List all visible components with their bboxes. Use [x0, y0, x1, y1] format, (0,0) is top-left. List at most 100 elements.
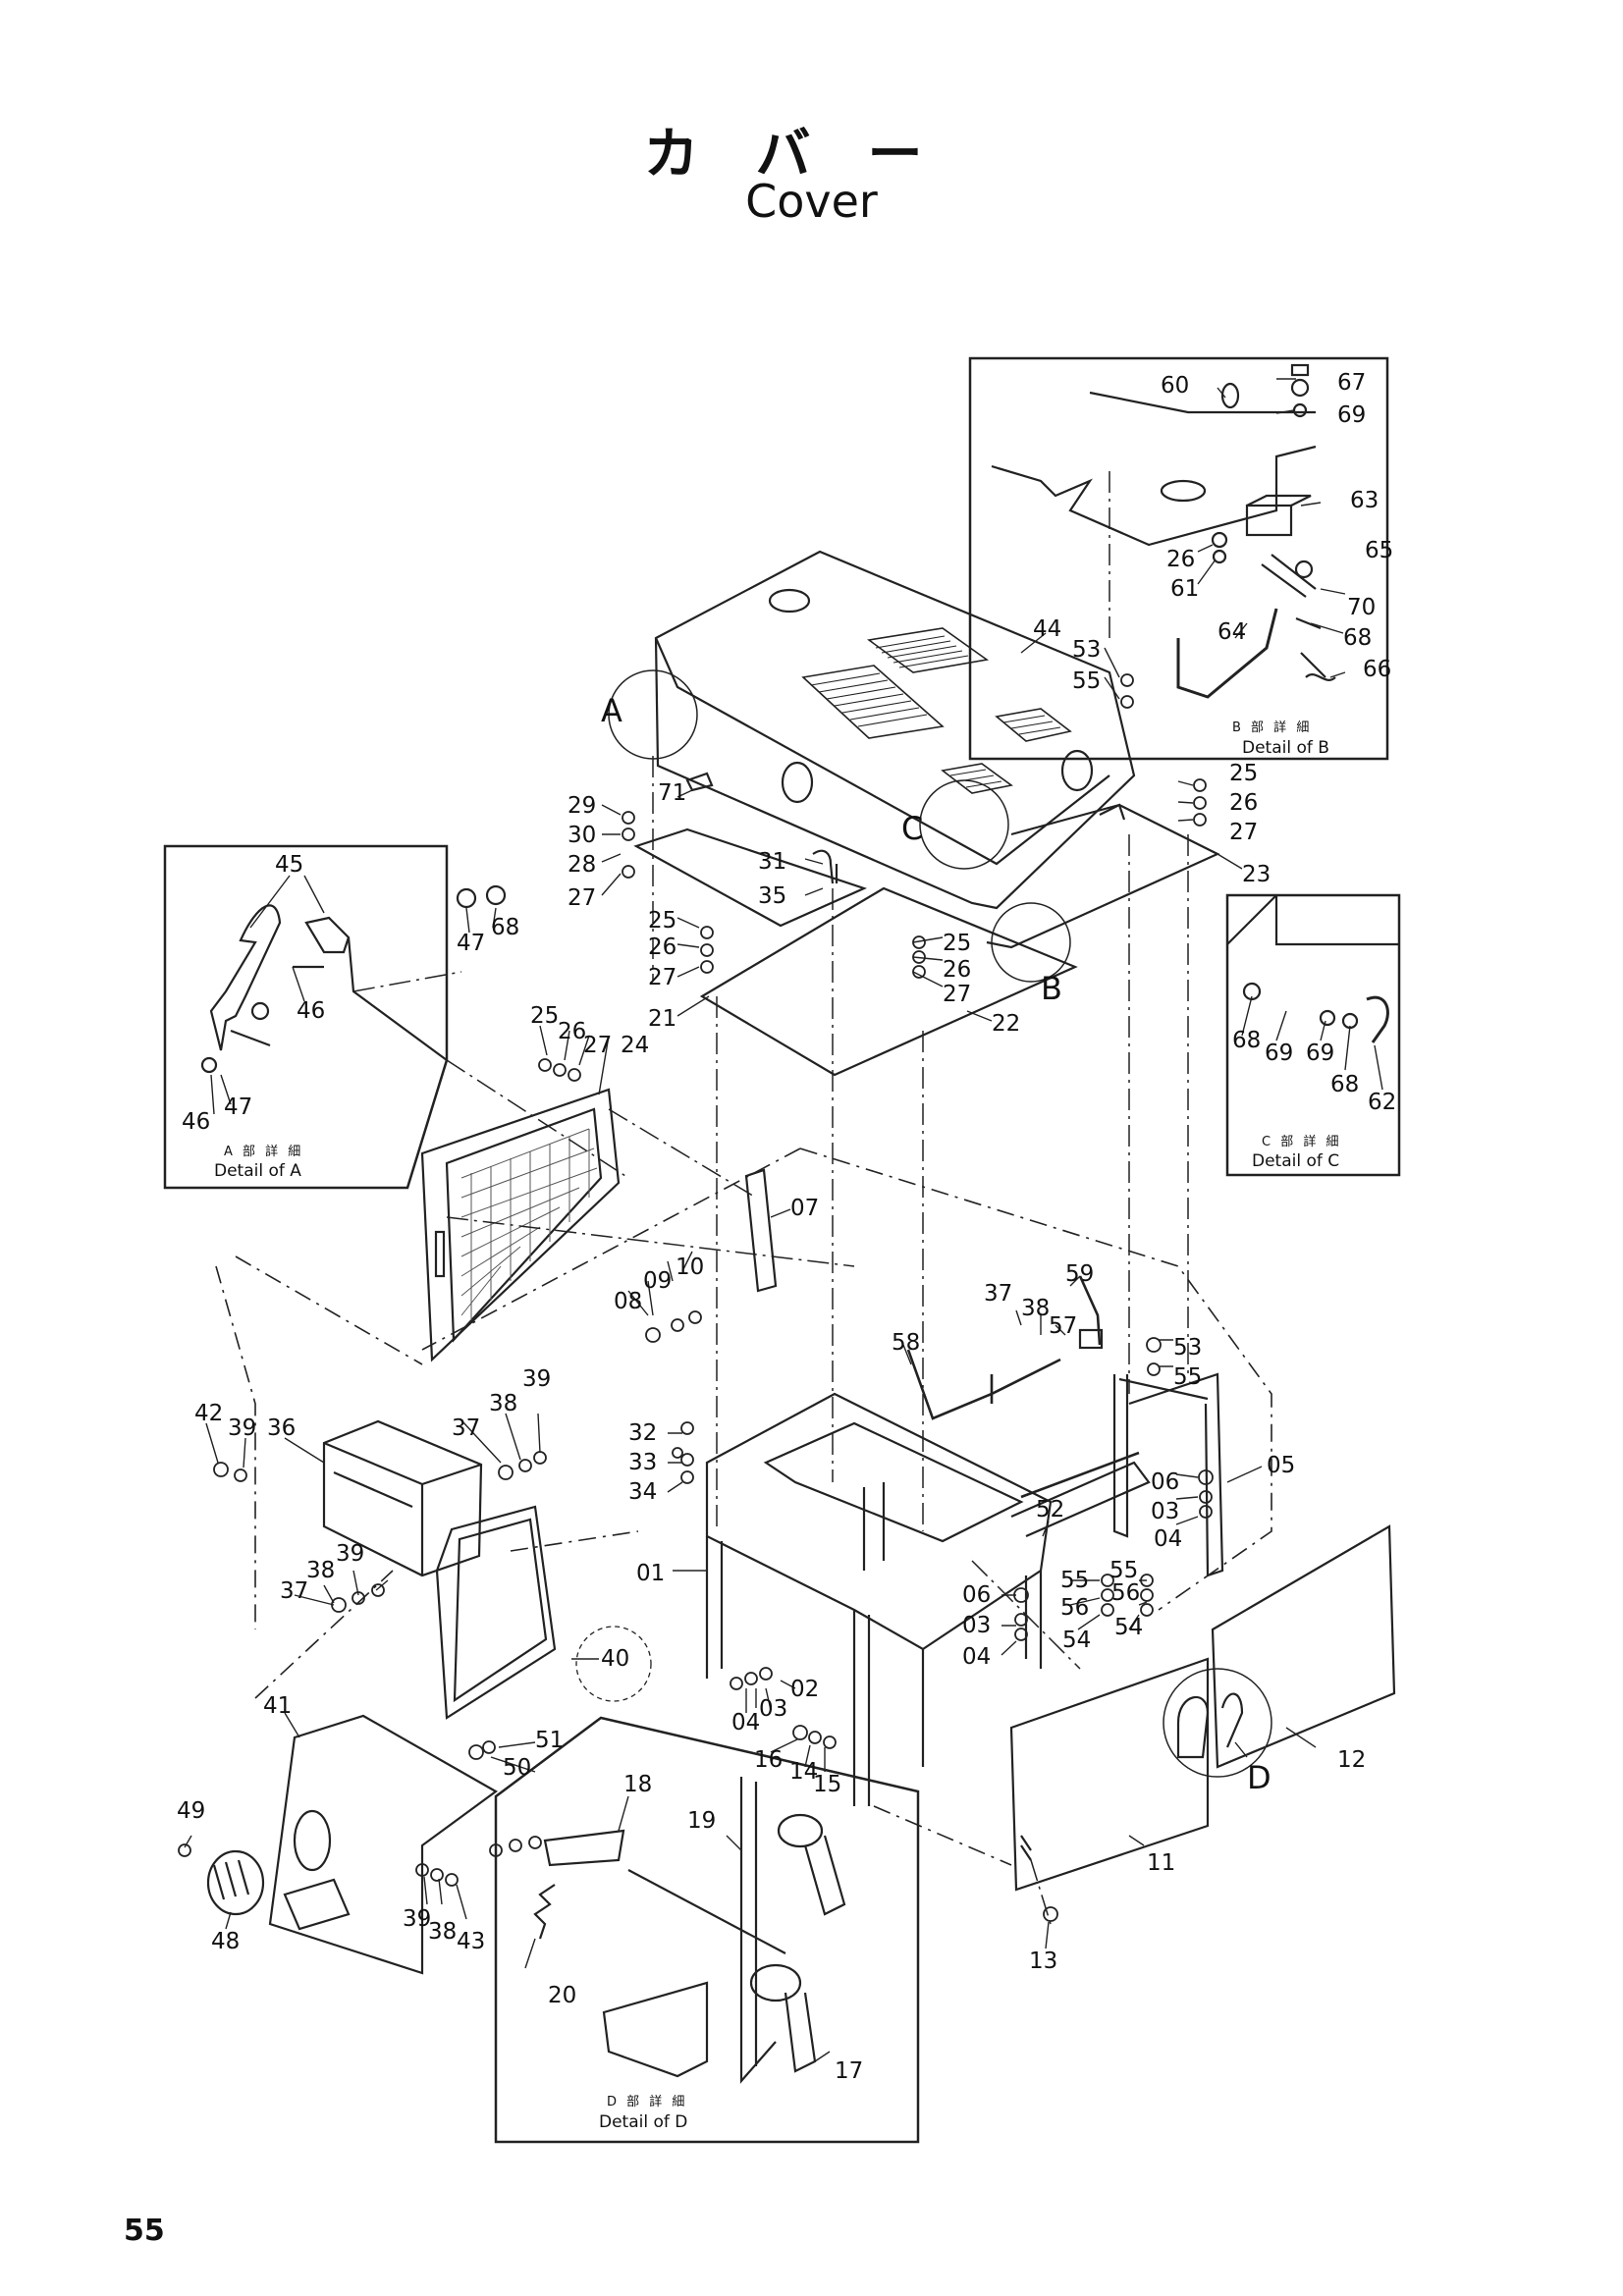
part-label: 68	[491, 915, 519, 940]
callout-d: D	[1247, 1759, 1271, 1796]
leader-lines	[184, 378, 1383, 2062]
part-label: 23	[1242, 862, 1271, 887]
part-label: 65	[1365, 538, 1393, 563]
part-label: 19	[687, 1808, 716, 1834]
part-label: 06	[962, 1582, 991, 1608]
part-label: 37	[280, 1578, 308, 1604]
guide-lines	[352, 471, 1189, 1925]
part-label: 55	[1072, 668, 1101, 694]
callout-a: A	[601, 692, 622, 729]
part-label: 71	[658, 780, 686, 806]
part-label: 42	[194, 1401, 223, 1426]
part-label: 54	[1062, 1628, 1091, 1653]
part-label: 66	[1363, 657, 1391, 682]
part-label: 27	[943, 982, 971, 1007]
part-label: 09	[643, 1268, 672, 1294]
part-label: 14	[789, 1759, 818, 1785]
part-label: 63	[1350, 488, 1379, 513]
fasteners	[178, 673, 1214, 1922]
part-label: 39	[336, 1541, 364, 1567]
callout-b: B	[1041, 970, 1062, 1007]
page-number: 55	[124, 2214, 165, 2248]
part-label: 62	[1368, 1090, 1396, 1115]
part-label: 34	[628, 1479, 657, 1505]
part-label: 41	[263, 1693, 292, 1719]
bracket-07	[744, 1168, 778, 1293]
part-label: 02	[790, 1677, 819, 1702]
part-label: 47	[224, 1095, 252, 1120]
part-label: 01	[636, 1561, 665, 1586]
part-label: 55	[1109, 1558, 1138, 1583]
part-label: 30	[568, 823, 596, 848]
part-label: 03	[962, 1613, 991, 1638]
part-label: 39	[522, 1366, 551, 1392]
detail-c-caption-jp: C 部 詳 細	[1262, 1134, 1341, 1149]
part-label: 53	[1072, 637, 1101, 663]
side-doors-11-12	[1009, 1524, 1396, 1892]
part-label: 43	[457, 1929, 485, 1954]
part-label: 15	[813, 1772, 841, 1797]
part-label: 37	[984, 1281, 1012, 1307]
part-label: 25	[530, 1003, 559, 1029]
part-label: 08	[614, 1289, 642, 1314]
body-outline	[215, 1148, 1272, 1866]
part-label: 25	[943, 931, 971, 956]
part-label: 54	[1114, 1615, 1143, 1640]
part-label: 37	[452, 1415, 480, 1441]
part-label: 40	[601, 1646, 629, 1672]
part-label: 55	[1060, 1568, 1089, 1593]
part-label: 44	[1033, 616, 1061, 642]
part-label: 52	[1036, 1497, 1064, 1522]
part-label: 53	[1173, 1335, 1202, 1361]
part-label: 25	[648, 908, 676, 934]
detail-d-panel	[494, 1716, 920, 2144]
part-label: 26	[558, 1019, 586, 1044]
part-label: 68	[1330, 1072, 1359, 1097]
part-label: 57	[1049, 1313, 1077, 1339]
detail-b-panel	[968, 356, 1389, 761]
part-label: 46	[297, 998, 325, 1024]
part-label: 27	[648, 965, 676, 990]
part-label: 04	[962, 1644, 991, 1670]
part-label: 11	[1147, 1850, 1175, 1876]
part-label: 12	[1337, 1747, 1366, 1773]
part-label: 48	[211, 1929, 240, 1954]
part-label: 26	[943, 957, 971, 983]
part-label: 31	[758, 849, 786, 875]
part-label: 04	[731, 1710, 760, 1735]
part-label: 17	[835, 2058, 863, 2084]
part-label: 20	[548, 1983, 576, 2008]
rods	[906, 1275, 1140, 1499]
part-label: 03	[1151, 1499, 1179, 1524]
top-cover-44	[608, 550, 1136, 910]
part-label: 69	[1337, 402, 1366, 428]
part-label: 69	[1306, 1041, 1334, 1066]
part-label: 25	[1229, 761, 1258, 786]
detail-c-panel	[1225, 893, 1401, 1177]
part-label: 45	[275, 852, 303, 878]
part-label: 38	[489, 1391, 517, 1416]
cover-plates	[633, 772, 1220, 1077]
part-label: 29	[568, 793, 596, 819]
part-label: 24	[621, 1033, 649, 1058]
part-label: 70	[1347, 595, 1376, 620]
part-label: 39	[228, 1415, 256, 1441]
part-label: 28	[568, 852, 596, 878]
part-labels: 60 67 69 63 26 61 65 70 64 68 66 53 55 4…	[177, 370, 1396, 2132]
part-label: 55	[1173, 1364, 1202, 1390]
part-label: 59	[1065, 1261, 1094, 1287]
part-label: 26	[1166, 547, 1195, 572]
part-label: 46	[182, 1109, 210, 1135]
part-label: 32	[628, 1420, 657, 1446]
part-label: 27	[1229, 820, 1258, 845]
part-label: 68	[1232, 1028, 1261, 1053]
part-label: 64	[1217, 619, 1246, 645]
part-label: 27	[583, 1033, 612, 1058]
part-label: 33	[628, 1450, 657, 1475]
box-36	[322, 1419, 483, 1577]
frame-assembly	[705, 1328, 1224, 1806]
part-label: 51	[535, 1728, 564, 1753]
part-label: 38	[1021, 1296, 1050, 1321]
part-label: 58	[892, 1330, 920, 1356]
